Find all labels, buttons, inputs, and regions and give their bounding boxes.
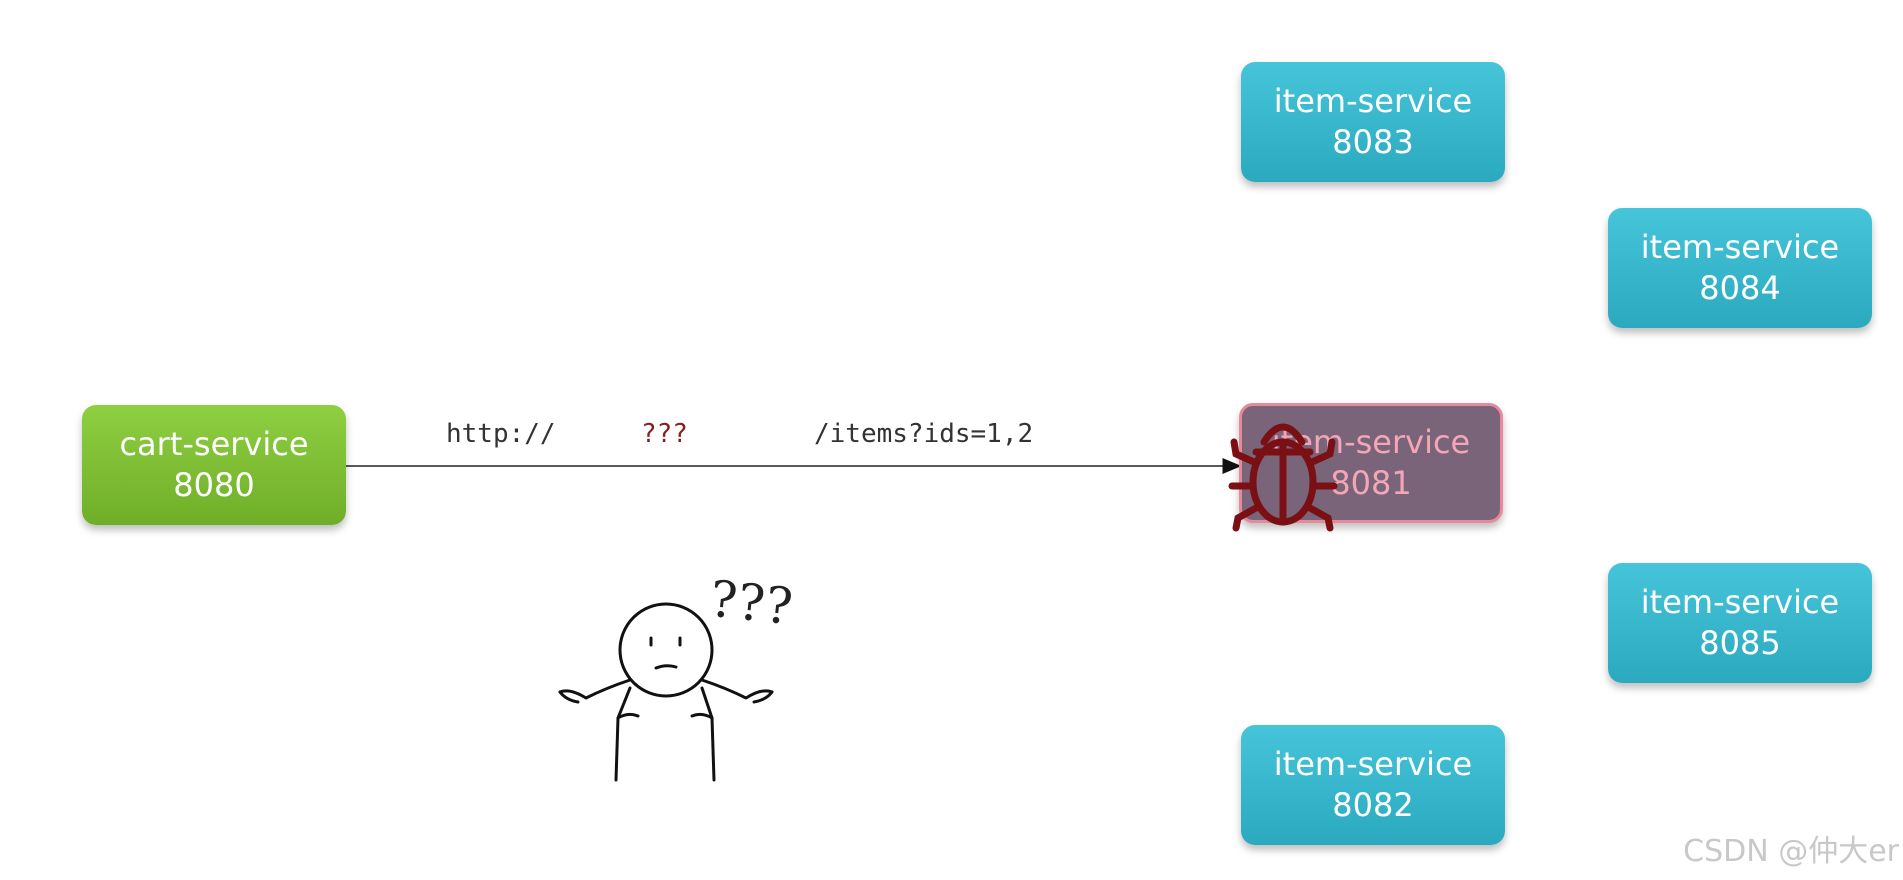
confused-question-marks: ??? [707,570,796,636]
watermark: CSDN @仲大er [1683,826,1899,870]
item-service-8085-node[interactable]: item-service 8085 [1608,563,1872,683]
cart-service-node[interactable]: cart-service 8080 [82,405,346,525]
item-service-8083-node[interactable]: item-service 8083 [1241,62,1505,182]
item-service-8082-node[interactable]: item-service 8082 [1241,725,1505,845]
node-port: 8083 [1332,122,1413,163]
node-name: item-service [1641,582,1839,623]
bug-icon [1228,410,1338,535]
request-path-label: /items?ids=1,2 [814,419,1033,449]
node-port: 8082 [1332,785,1413,826]
request-host-label: ??? [641,419,688,449]
node-name: item-service [1641,227,1839,268]
node-name: cart-service [119,424,308,465]
node-port: 8081 [1330,463,1411,504]
node-port: 8084 [1699,268,1780,309]
item-service-8084-node[interactable]: item-service 8084 [1608,208,1872,328]
request-scheme-label: http:// [446,419,556,449]
node-port: 8080 [173,465,254,506]
node-name: item-service [1274,81,1472,122]
node-name: item-service [1274,744,1472,785]
node-port: 8085 [1699,623,1780,664]
